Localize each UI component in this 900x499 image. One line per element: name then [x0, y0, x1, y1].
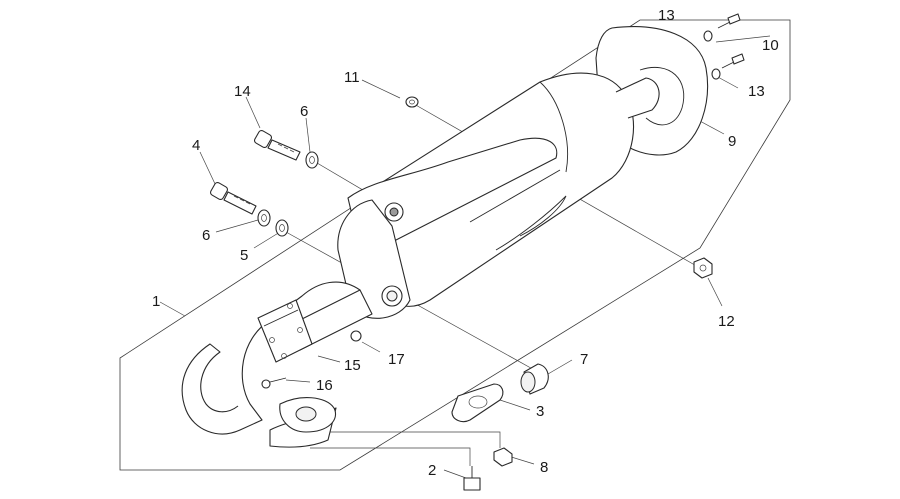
callout-labels: 1 2 3 4 5 6 6 7 8 9 10 11 12 13 13 14 15… — [152, 7, 779, 479]
bushing-7 — [520, 363, 549, 395]
callout-5: 5 — [240, 247, 248, 264]
bolt-14 — [253, 129, 301, 161]
callout-10: 10 — [762, 37, 779, 54]
callout-7: 7 — [580, 351, 588, 368]
washer-11 — [405, 96, 419, 108]
exhaust-pipe — [181, 281, 373, 448]
callout-12: 12 — [718, 313, 735, 330]
callout-1: 1 — [152, 293, 160, 310]
callout-9: 9 — [728, 133, 736, 150]
screw-10-upper — [717, 13, 741, 29]
washer-5 — [275, 219, 289, 237]
callout-17: 17 — [388, 351, 405, 368]
callout-2: 2 — [428, 462, 436, 479]
callout-13-upper: 13 — [658, 7, 675, 24]
callout-4: 4 — [192, 137, 200, 154]
washer-6-lower — [257, 209, 271, 227]
assembly-frame — [119, 19, 791, 471]
nut-12 — [693, 257, 713, 279]
washer-6-upper — [305, 151, 319, 169]
callout-13-lower: 13 — [748, 83, 765, 100]
callout-11: 11 — [344, 69, 360, 86]
callout-3: 3 — [536, 403, 544, 420]
callout-6-upper: 6 — [300, 103, 308, 120]
stud-16 — [261, 377, 287, 389]
washer-13-lower — [711, 68, 721, 80]
nut-17 — [350, 330, 362, 342]
screw-10-lower — [721, 53, 745, 69]
callout-16: 16 — [316, 377, 333, 394]
nut-8 — [493, 447, 513, 467]
callout-8: 8 — [540, 459, 548, 476]
gasket-3 — [451, 383, 504, 423]
washer-13-upper — [703, 30, 713, 42]
callout-14: 14 — [234, 83, 251, 100]
bolt-2 — [463, 466, 481, 491]
callout-6-lower: 6 — [202, 227, 210, 244]
muffler-body — [337, 72, 660, 319]
callout-15: 15 — [344, 357, 361, 374]
bolt-4 — [209, 181, 257, 215]
